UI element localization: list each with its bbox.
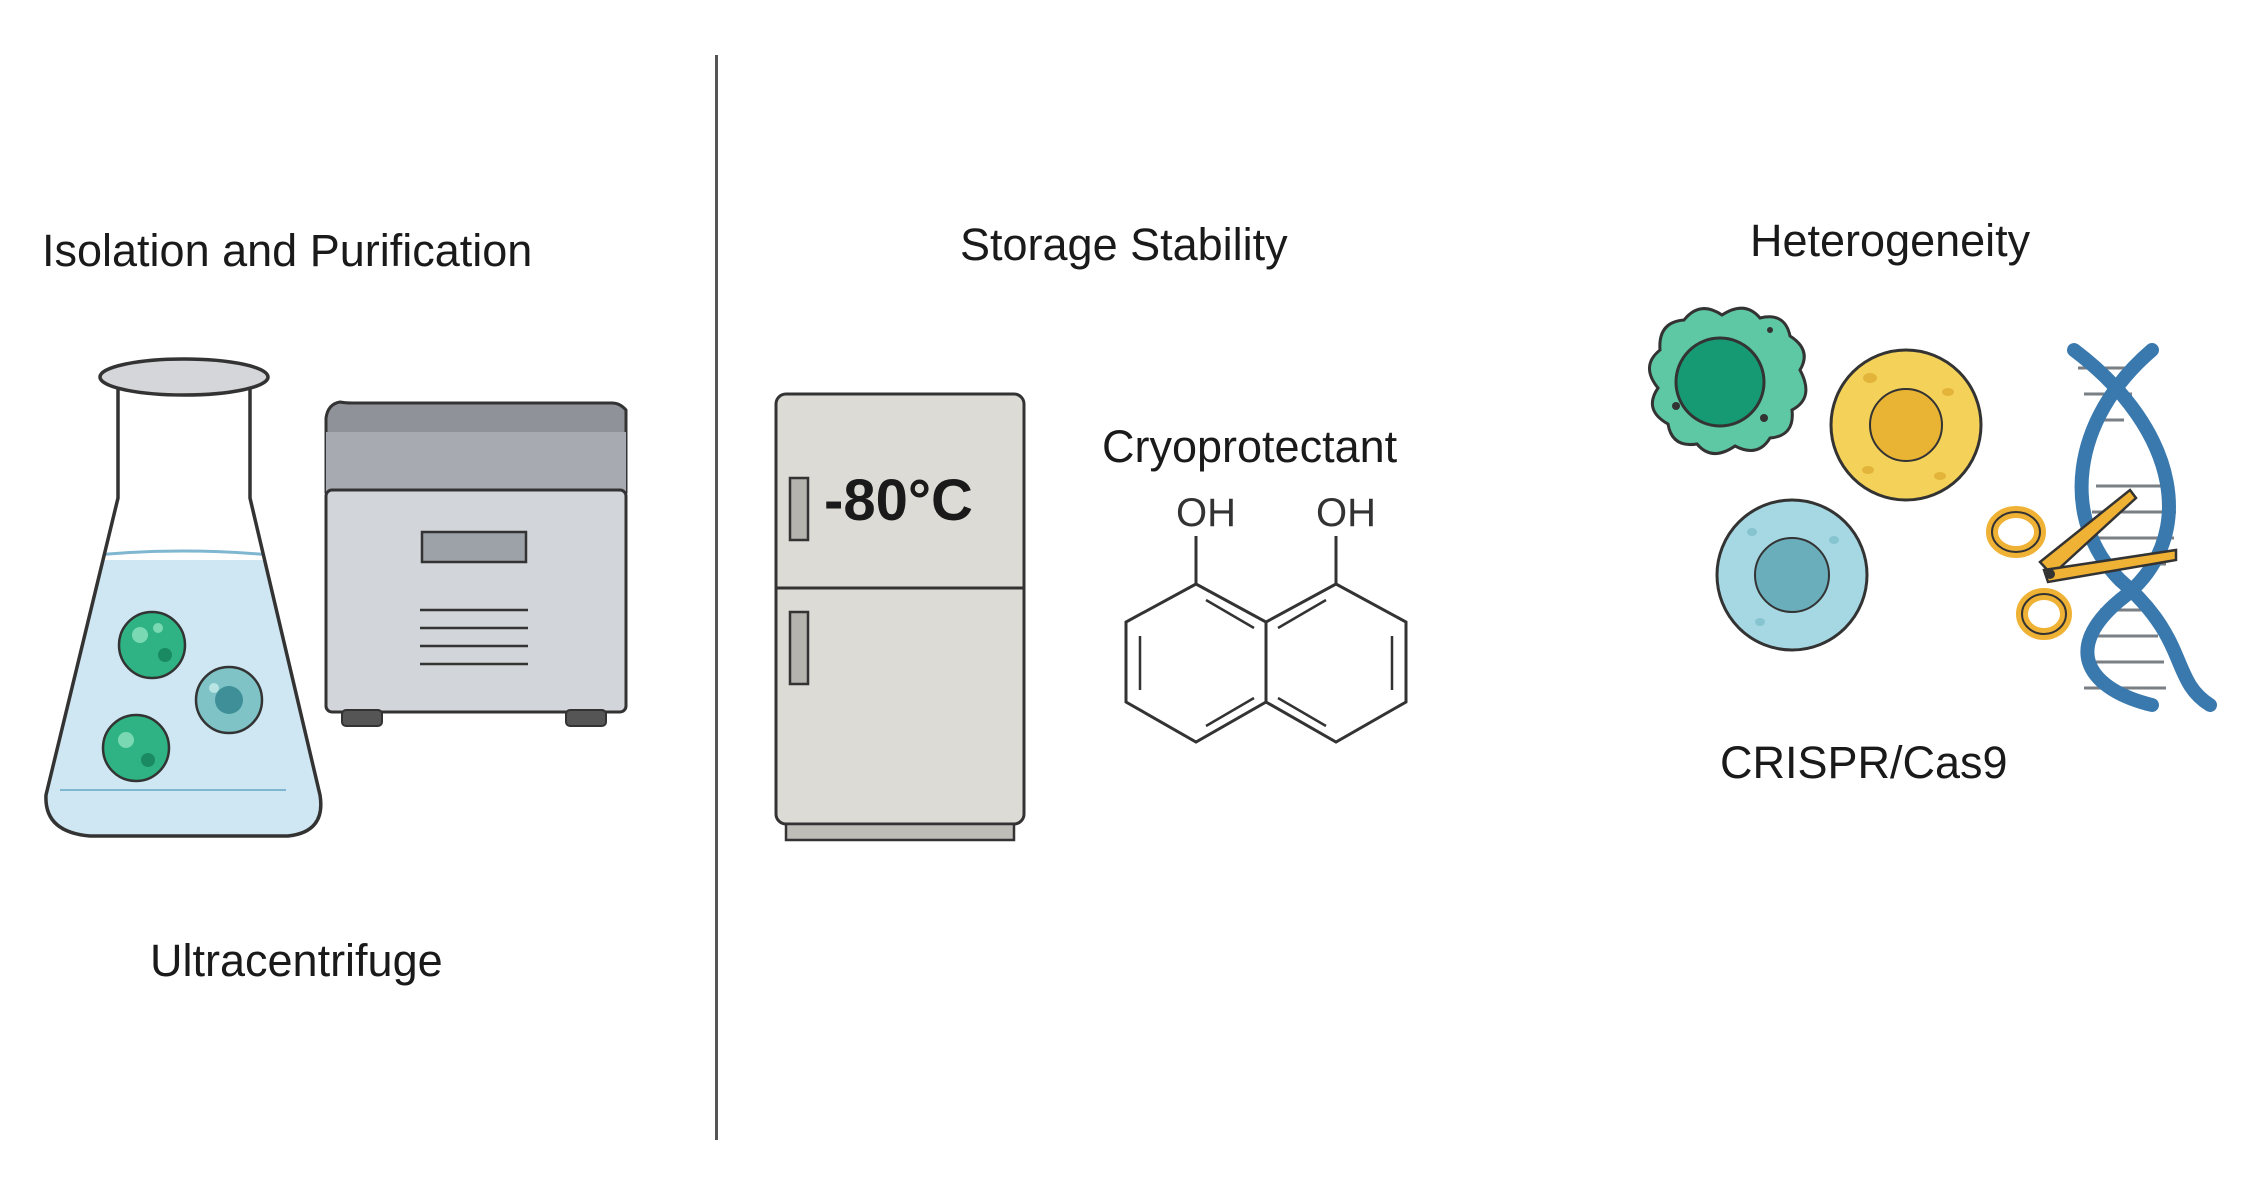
freezer-temperature: -80°C	[824, 468, 973, 533]
crispr-caption: CRISPR/Cas9	[1720, 737, 2008, 788]
vesicle-icon	[101, 713, 171, 783]
heterogeneity-title: Heterogeneity	[1750, 215, 2031, 266]
ultracentrifuge-icon	[324, 400, 628, 727]
isolation-title: Isolation and Purification	[42, 225, 533, 276]
section-divider	[715, 55, 718, 1140]
freezer-icon: -80°C	[774, 392, 1026, 842]
vesicle-icon	[194, 665, 264, 735]
flask-icon	[44, 357, 323, 838]
cell-icon	[1715, 498, 1869, 652]
storage-title: Storage Stability	[960, 219, 1288, 270]
cell-icon	[1648, 306, 1808, 455]
vesicle-icon	[117, 610, 187, 680]
cryoprotectant-label: Cryoprotectant	[1102, 421, 1398, 472]
cell-icon	[1829, 348, 1983, 502]
scissors-icon	[1986, 488, 2178, 640]
hydroxyl-label: OH	[1176, 491, 1236, 535]
ultracentrifuge-caption: Ultracentrifuge	[150, 935, 443, 986]
hydroxyl-label: OH	[1316, 491, 1376, 535]
cryoprotectant-molecule-icon: OH OH	[1124, 491, 1408, 744]
